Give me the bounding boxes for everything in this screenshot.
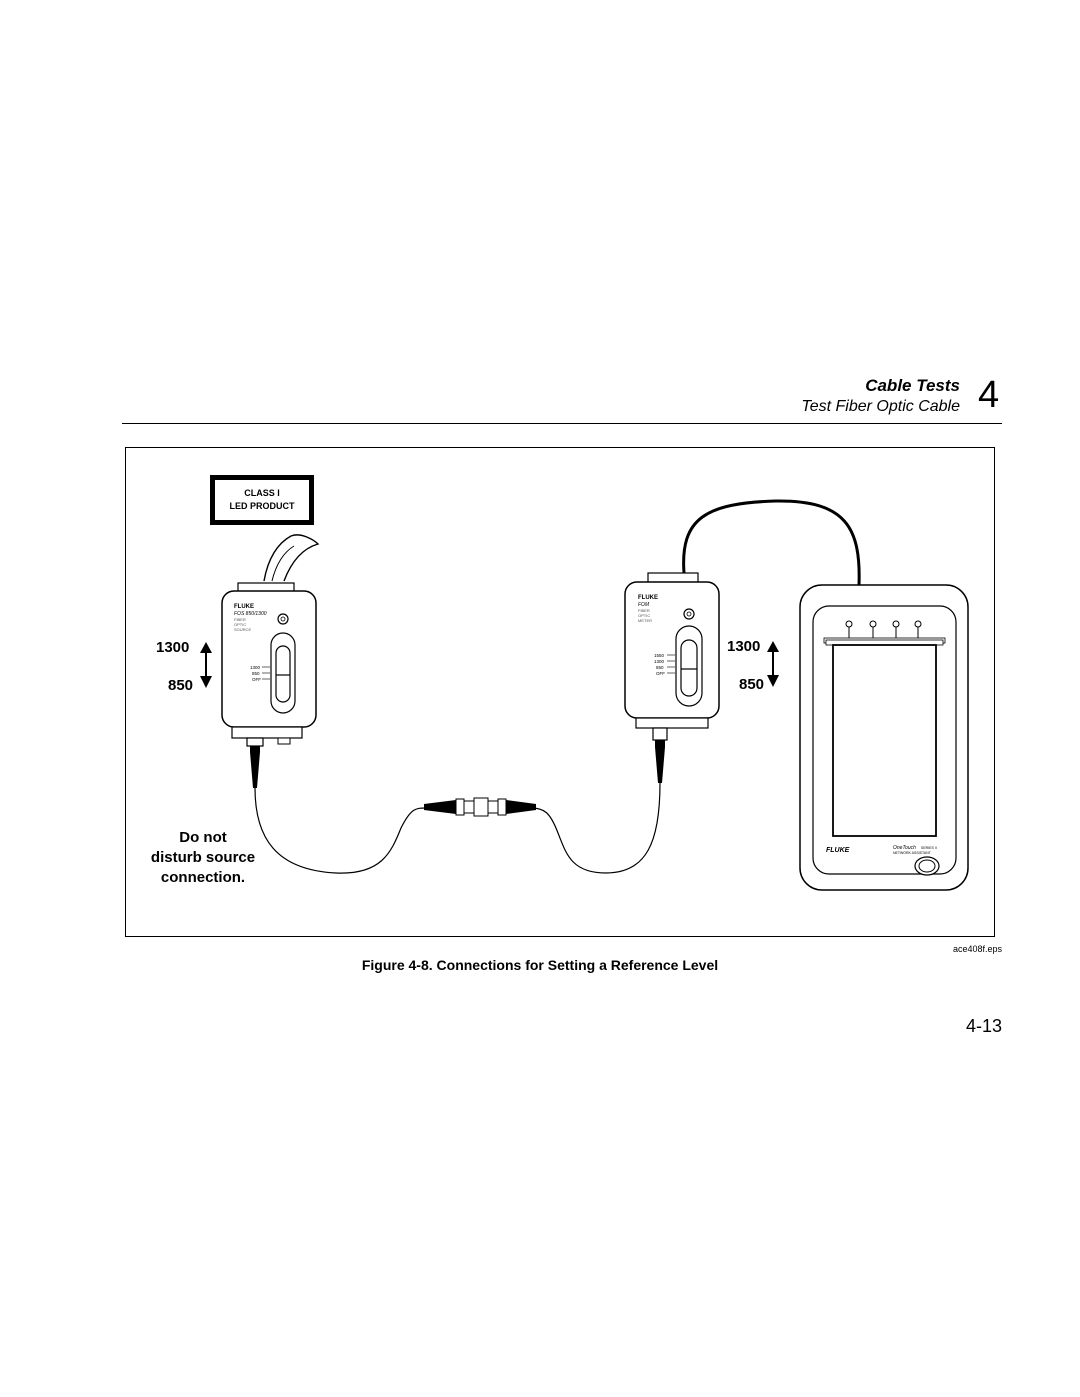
meter-connector [652,727,668,783]
source-model: FOS 850/1300 [234,611,267,617]
source-desc3: SOURCE [234,627,251,632]
meter-switch-off: OFF [656,671,665,676]
header-rule [122,423,1002,424]
meter-desc3: METER [638,618,652,623]
analyzer-series: SERIES II [921,846,937,850]
fiber-optic-source: FLUKE FOS 850/1300 FIBER OPTIC SOURCE 13… [221,582,317,745]
figure-frame: CLASS I LED PRODUCT FLUKE FOS 850/1300 F… [125,447,995,937]
left-wavelength-1300: 1300 [156,639,189,656]
patch-cord-meter [530,782,661,874]
meter-switch-1550: 1550 [654,653,665,658]
fiber-optic-meter: FLUKE FOM FIBER OPTIC METER 1550 1300 85… [624,572,720,729]
meter-switch-850: 850 [656,665,664,670]
meter-desc2: OPTIC [638,613,650,618]
source-desc1: FIBER [234,617,246,622]
analyzer-product: OneTouch [893,845,916,851]
source-strap [263,534,320,582]
note-line2: disturb source [151,849,255,866]
patch-cord-source [254,787,427,874]
source-switch-1300: 1300 [250,665,261,670]
left-switch-arrow-icon [200,642,212,688]
right-wavelength-1300: 1300 [727,638,760,655]
section-title: Cable Tests [865,376,960,395]
right-wavelength-850: 850 [739,676,764,693]
meter-switch-1300: 1300 [654,659,665,664]
meter-desc1: FIBER [638,608,650,613]
right-switch-arrow-icon [767,641,779,687]
chapter-number: 4 [978,374,1000,416]
analyzer-type: NETWORK ASSISTANT [893,851,932,855]
figure-caption: Figure 4-8. Connections for Setting a Re… [361,957,719,973]
network-analyzer: FLUKE OneTouch SERIES II NETWORK ASSISTA… [799,584,969,891]
meter-brand: FLUKE [638,595,658,601]
source-brand: FLUKE [234,604,254,610]
source-switch-off: OFF [252,677,261,682]
fiber-to-analyzer [682,499,861,586]
subsection-title: Test Fiber Optic Cable [801,398,960,415]
source-desc2: OPTIC [234,622,246,627]
class-label: CLASS I LED PRODUCT [210,475,314,525]
inline-adapter [424,797,536,817]
class-label-line2: LED PRODUCT [230,501,296,511]
note-line3: connection. [161,869,245,886]
note-line1: Do not [179,829,226,846]
page-number: 4-13 [965,1016,1002,1036]
analyzer-brand: FLUKE [826,847,850,854]
figure-file-name: ace408f.eps [952,944,1002,954]
left-wavelength-850: 850 [168,677,193,694]
connection-diagram: CLASS I LED PRODUCT FLUKE FOS 850/1300 F… [151,475,969,891]
class-label-line1: CLASS I [244,488,280,498]
source-connector [246,737,264,788]
meter-model: FOM [638,602,650,608]
source-switch-850: 850 [252,671,260,676]
